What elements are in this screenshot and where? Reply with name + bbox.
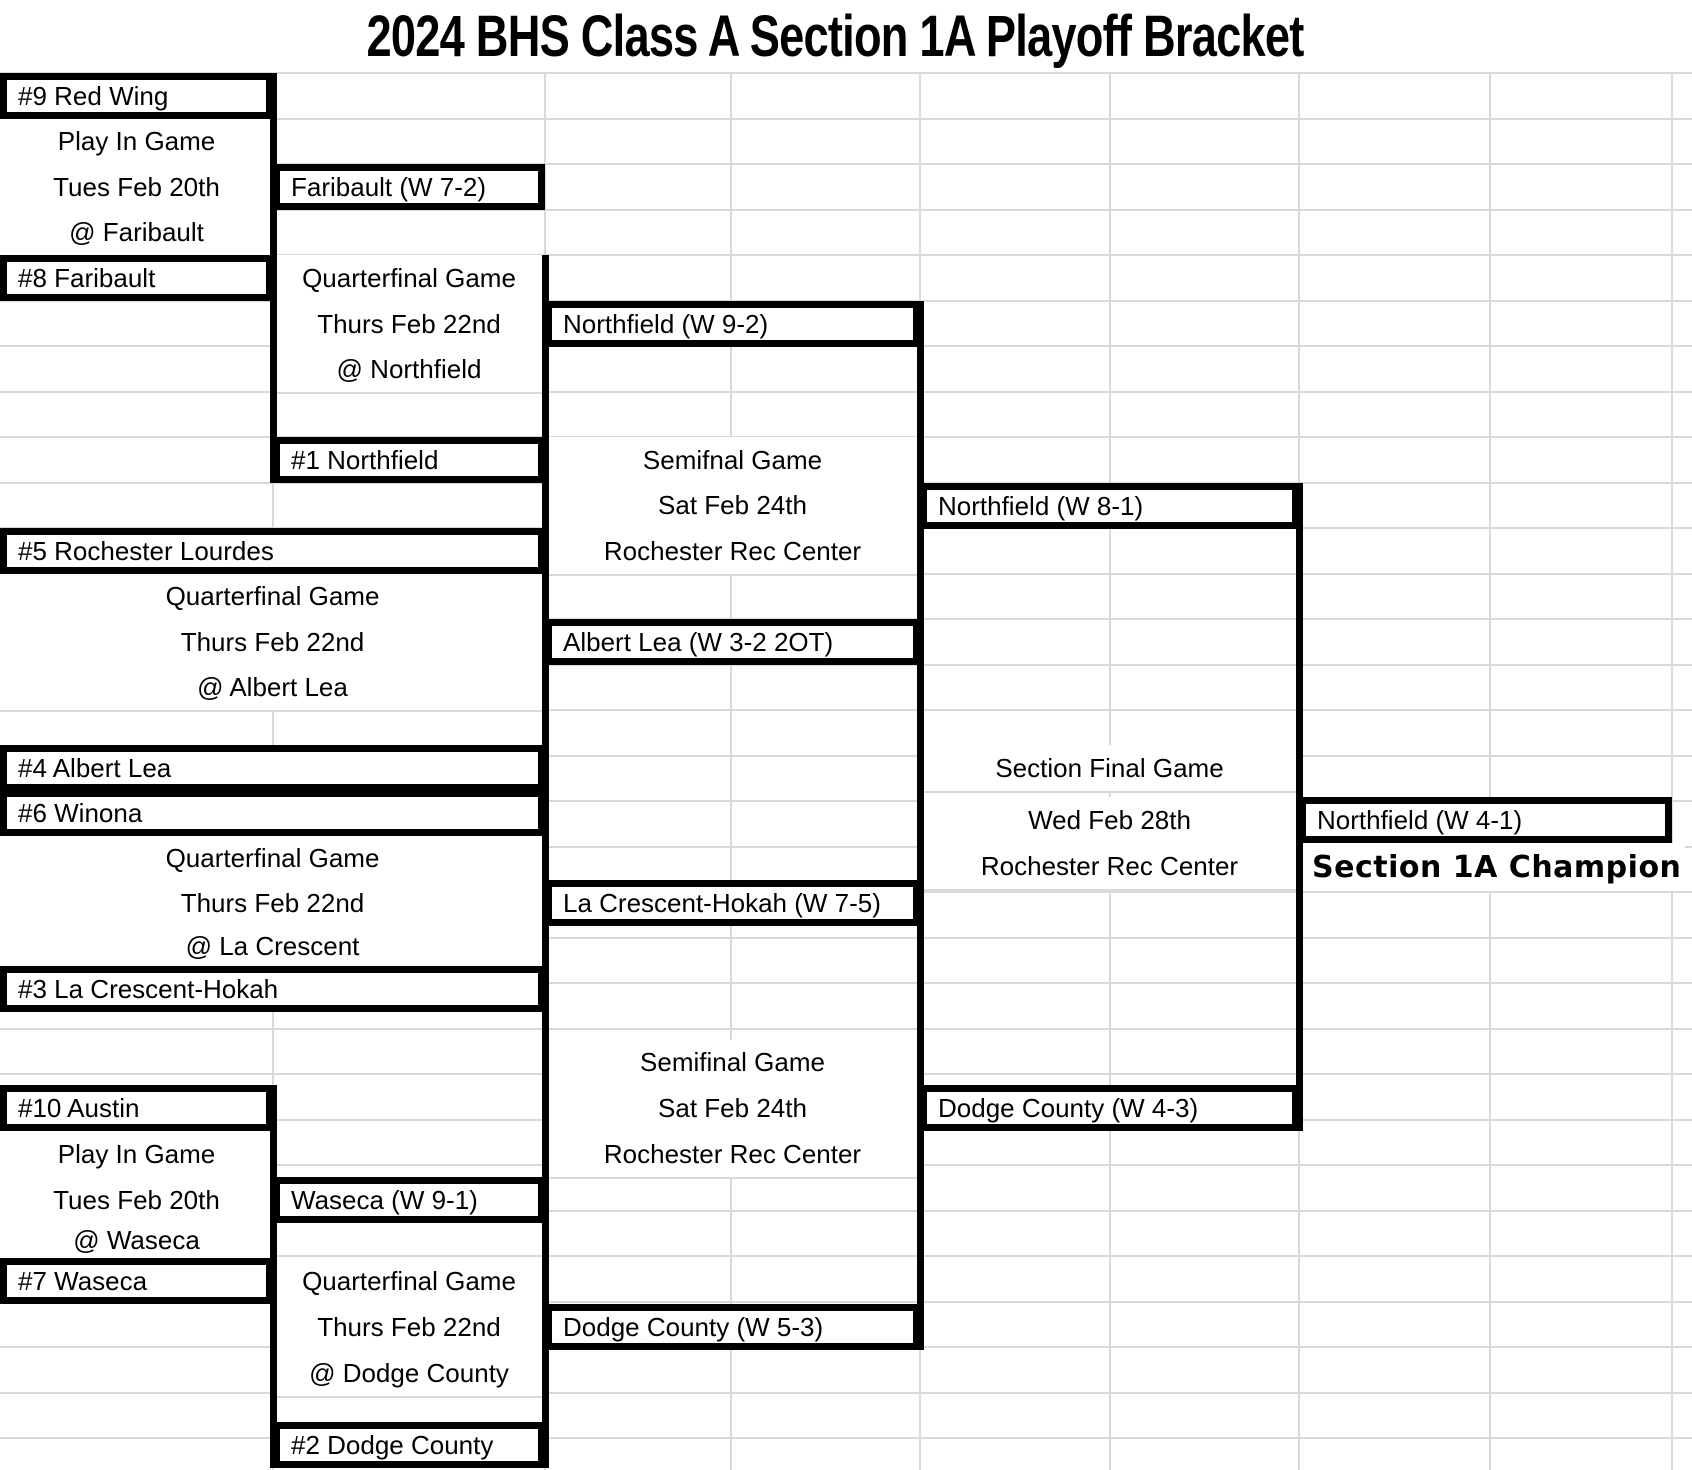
gridline-horizontal [0, 254, 1692, 256]
gridline-horizontal [0, 845, 1692, 848]
winner-box-final: Northfield (W 4-1) [1299, 797, 1672, 843]
winner-box-playin2: Waseca (W 9-1) [273, 1177, 545, 1223]
gridline-vertical [1489, 73, 1491, 1470]
team-box-8-faribault: #8 Faribault [0, 255, 273, 301]
gridline-horizontal [0, 936, 1692, 939]
winner-box-sf2: Dodge County (W 4-3) [920, 1085, 1299, 1131]
final-location: Rochester Rec Center [920, 843, 1299, 891]
qf3-game-label: Quarterfinal Game [0, 836, 545, 882]
playin2-location: @ Waseca [0, 1223, 273, 1260]
winner-box-qf3: La Crescent-Hokah (W 7-5) [545, 880, 920, 926]
playin1-game-label: Play In Game [0, 119, 273, 166]
section-champion-label: Section 1A Champion [1299, 843, 1685, 891]
winner-box-qf2: Albert Lea (W 3-2 2OT) [545, 619, 920, 665]
bracket-line-final-column [1296, 483, 1303, 1131]
gridline-horizontal [0, 982, 1692, 984]
team-box-2-dodge-county: #2 Dodge County [273, 1422, 545, 1468]
team-box-6-winona: #6 Winona [0, 790, 545, 836]
winner-box-playin1: Faribault (W 7-2) [273, 164, 545, 210]
winner-box-qf1: Northfield (W 9-2) [545, 301, 920, 347]
playin1-date: Tues Feb 20th [0, 164, 273, 212]
bracket-title: 2024 BHS Class A Section 1A Playoff Brac… [366, 3, 1305, 69]
gridline-horizontal [0, 754, 1692, 757]
sf2-game-label: Semifinal Game [545, 1040, 920, 1087]
gridline-horizontal [0, 1255, 1692, 1257]
qf3-location: @ La Crescent [0, 926, 545, 968]
qf1-game-label: Quarterfinal Game [273, 255, 545, 303]
team-box-5-rochester-lourdes: #5 Rochester Lourdes [0, 528, 545, 574]
sf1-date: Sat Feb 24th [545, 483, 920, 530]
team-box-4-albert-lea: #4 Albert Lea [0, 745, 545, 791]
gridline-horizontal [0, 390, 1692, 393]
gridline-horizontal [0, 299, 1692, 302]
gridline-vertical [1671, 73, 1673, 1470]
qf4-date: Thurs Feb 22nd [273, 1304, 545, 1352]
gridline-horizontal [0, 1027, 1692, 1030]
bracket-line-playin2 [270, 1085, 277, 1468]
gridline-horizontal [0, 800, 1692, 802]
gridline-horizontal [0, 1391, 1692, 1394]
sf2-location: Rochester Rec Center [545, 1131, 920, 1179]
bracket-line-qf1 [270, 164, 277, 483]
qf2-game-label: Quarterfinal Game [0, 574, 545, 621]
bracket-line-qf-column [542, 255, 549, 1468]
qf2-location: @ Albert Lea [0, 665, 545, 712]
team-box-9-red-wing: #9 Red Wing [0, 73, 273, 119]
playin2-date: Tues Feb 20th [0, 1177, 273, 1225]
sf1-location: Rochester Rec Center [545, 528, 920, 576]
gridline-horizontal [0, 1300, 1692, 1303]
final-date: Wed Feb 28th [920, 797, 1299, 845]
sf2-date: Sat Feb 24th [545, 1085, 920, 1133]
qf1-location: @ Northfield [273, 347, 545, 394]
gridline-horizontal [0, 709, 1692, 711]
winner-box-sf1: Northfield (W 8-1) [920, 483, 1299, 529]
gridline-horizontal [0, 1209, 1692, 1212]
team-box-7-waseca: #7 Waseca [0, 1258, 273, 1304]
team-box-3-la-crescent-hokah: #3 La Crescent-Hokah [0, 966, 545, 1012]
gridline-horizontal [0, 72, 1692, 74]
qf1-date: Thurs Feb 22nd [273, 301, 545, 349]
qf4-location: @ Dodge County [273, 1350, 545, 1398]
qf3-date: Thurs Feb 22nd [0, 880, 545, 928]
bracket-line-sf-column [917, 301, 924, 1350]
gridline-horizontal [0, 208, 1692, 211]
gridline-horizontal [0, 1437, 1692, 1439]
winner-box-qf4: Dodge County (W 5-3) [545, 1304, 920, 1350]
team-box-10-austin: #10 Austin [0, 1085, 273, 1131]
gridline-horizontal [0, 163, 1692, 165]
team-box-1-northfield: #1 Northfield [273, 437, 545, 483]
qf2-date: Thurs Feb 22nd [0, 619, 545, 667]
playin1-location: @ Faribault [0, 210, 273, 257]
sf1-game-label: Semifnal Game [545, 437, 920, 485]
playin2-game-label: Play In Game [0, 1131, 273, 1179]
gridline-horizontal [0, 117, 1692, 120]
gridline-vertical [730, 73, 732, 1470]
qf4-game-label: Quarterfinal Game [273, 1258, 545, 1306]
final-game-label: Section Final Game [920, 745, 1299, 793]
